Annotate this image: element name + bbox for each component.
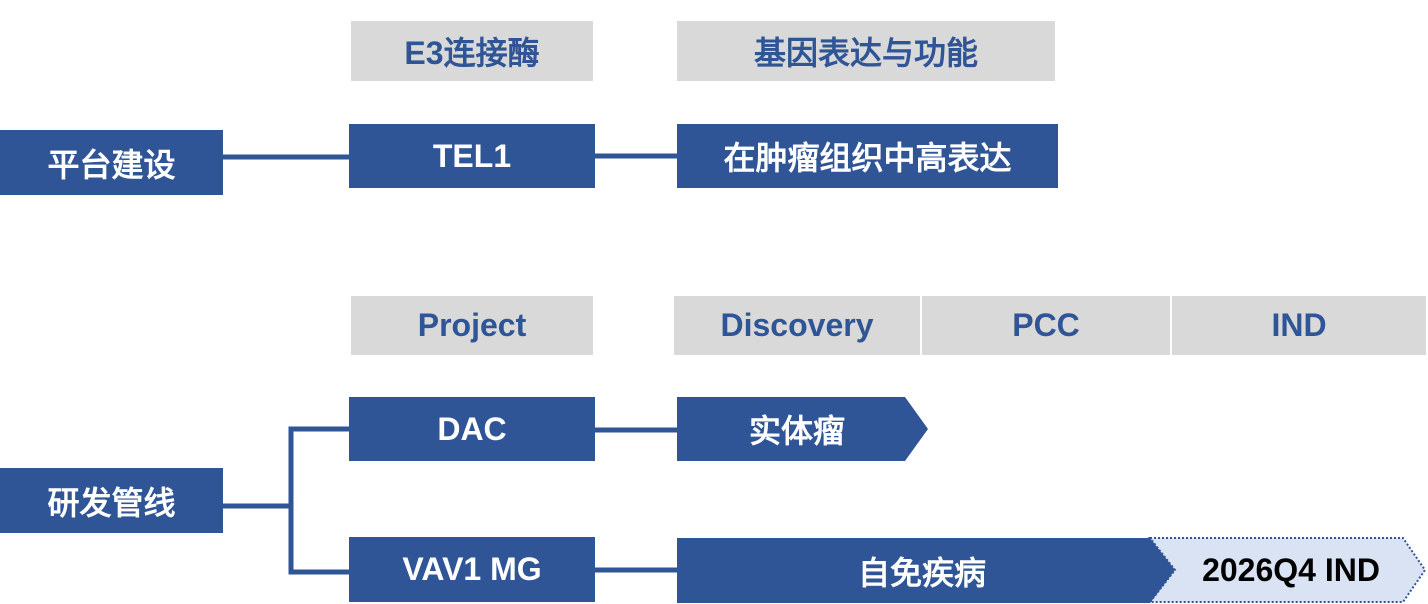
platform-label: 平台建设 [0,130,223,195]
indication-autoimmune: 自免疾病 [857,554,986,591]
header-gene-expression: 基因表达与功能 [677,21,1055,81]
indication-solid-tumor: 实体瘤 [748,413,845,449]
target-tel1: TEL1 [349,124,595,188]
pipeline-label: 研发管线 [0,468,223,533]
header-project: Project [351,296,593,355]
project-dac: DAC [349,397,595,461]
project-vav1-mg: VAV1 MG [349,537,595,602]
header-ind: IND [1172,296,1426,355]
expression-box: 在肿瘤组织中高表达 [677,124,1058,188]
solid-tumor-arrow [677,397,928,461]
milestone-label: 2026Q4 IND [1202,552,1380,588]
header-e3-ligase: E3连接酶 [351,21,593,81]
header-discovery: Discovery [674,296,920,355]
header-pcc: PCC [922,296,1170,355]
autoimmune-arrow [677,538,1175,603]
